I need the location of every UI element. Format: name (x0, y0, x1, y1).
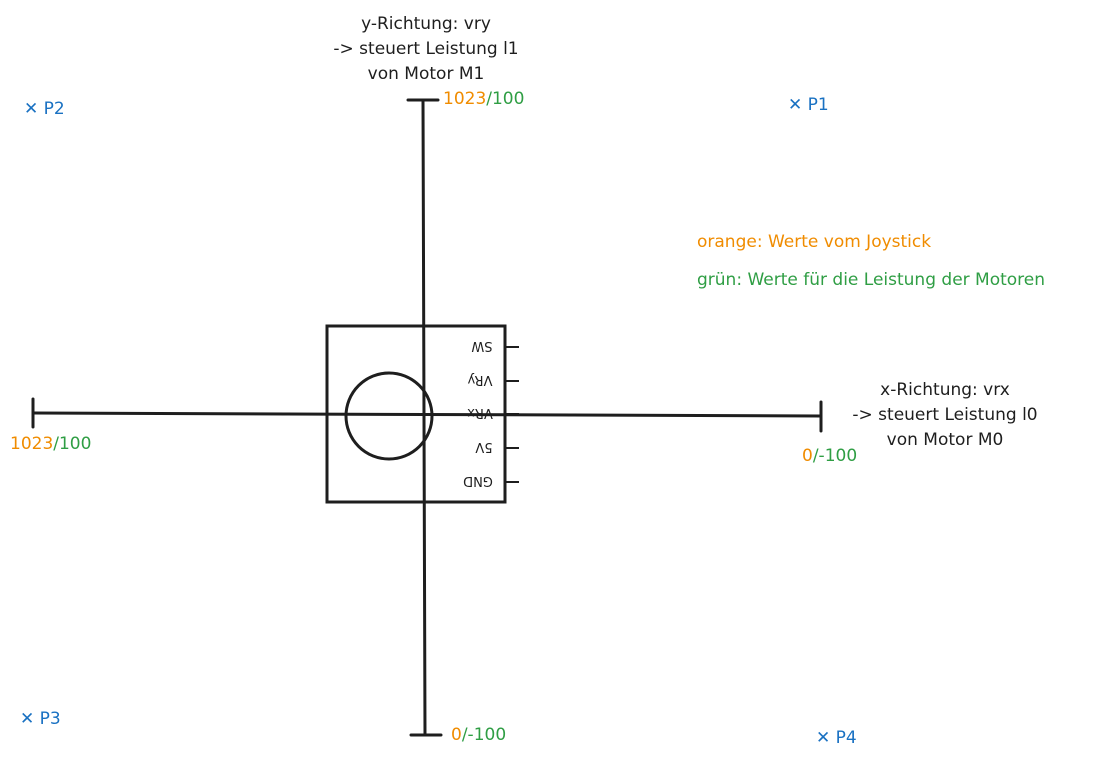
y-axis-top-value: 1023/100 (443, 89, 524, 109)
legend-green: grün: Werte für die Leistung der Motoren (697, 270, 1046, 290)
pin-label-sw: SW (471, 338, 492, 353)
cross-icon: ✕ (816, 728, 831, 748)
y-axis-label: y-Richtung: vry -> steuert Leistung l1 v… (306, 12, 546, 87)
x-axis-label-line-2: -> steuert Leistung l0 (852, 405, 1038, 425)
point-p1: ✕ P1 (788, 95, 829, 115)
x-axis-right-value: 0/-100 (802, 446, 857, 466)
x-right-motor-value: /-100 (812, 446, 858, 466)
point-p1-label: P1 (807, 95, 829, 115)
point-p2-label: P2 (43, 99, 65, 119)
pin-label-gnd: GND (463, 473, 493, 488)
point-p3: ✕ P3 (20, 709, 61, 729)
y-bottom-motor-value: /-100 (461, 725, 507, 745)
x-left-motor-value: /100 (53, 434, 92, 454)
joystick-knob (344, 371, 434, 461)
x-axis-label-line-1: x-Richtung: vrx (880, 380, 1010, 400)
pin-label-vrx: VRx (467, 405, 493, 420)
y-axis-bottom-value: 0/-100 (451, 725, 506, 745)
x-axis-line (31, 411, 823, 418)
y-axis-label-line-3: von Motor M1 (367, 64, 485, 84)
point-p2: ✕ P2 (24, 99, 65, 119)
x-axis-label: x-Richtung: vrx -> steuert Leistung l0 v… (825, 378, 1065, 453)
point-p4: ✕ P4 (816, 728, 857, 748)
y-top-joystick-value: 1023 (443, 89, 487, 109)
pin-label-5v: 5V (475, 439, 492, 454)
y-axis-label-line-1: y-Richtung: vry (361, 14, 491, 34)
x-axis-left-value: 1023/100 (10, 434, 91, 454)
x-left-joystick-value: 1023 (10, 434, 54, 454)
pin-label-vry: VRy (467, 372, 492, 387)
x-axis-label-line-3: von Motor M0 (886, 430, 1004, 450)
x-right-joystick-value: 0 (802, 446, 813, 466)
point-p3-label: P3 (39, 709, 61, 729)
cross-icon: ✕ (24, 99, 39, 119)
y-axis-line (421, 98, 427, 737)
y-axis-label-line-2: -> steuert Leistung l1 (333, 39, 519, 59)
y-top-motor-value: /100 (486, 89, 525, 109)
point-p4-label: P4 (835, 728, 857, 748)
legend-orange: orange: Werte vom Joystick (697, 232, 932, 252)
cross-icon: ✕ (20, 709, 35, 729)
y-bottom-joystick-value: 0 (451, 725, 462, 745)
cross-icon: ✕ (788, 95, 803, 115)
